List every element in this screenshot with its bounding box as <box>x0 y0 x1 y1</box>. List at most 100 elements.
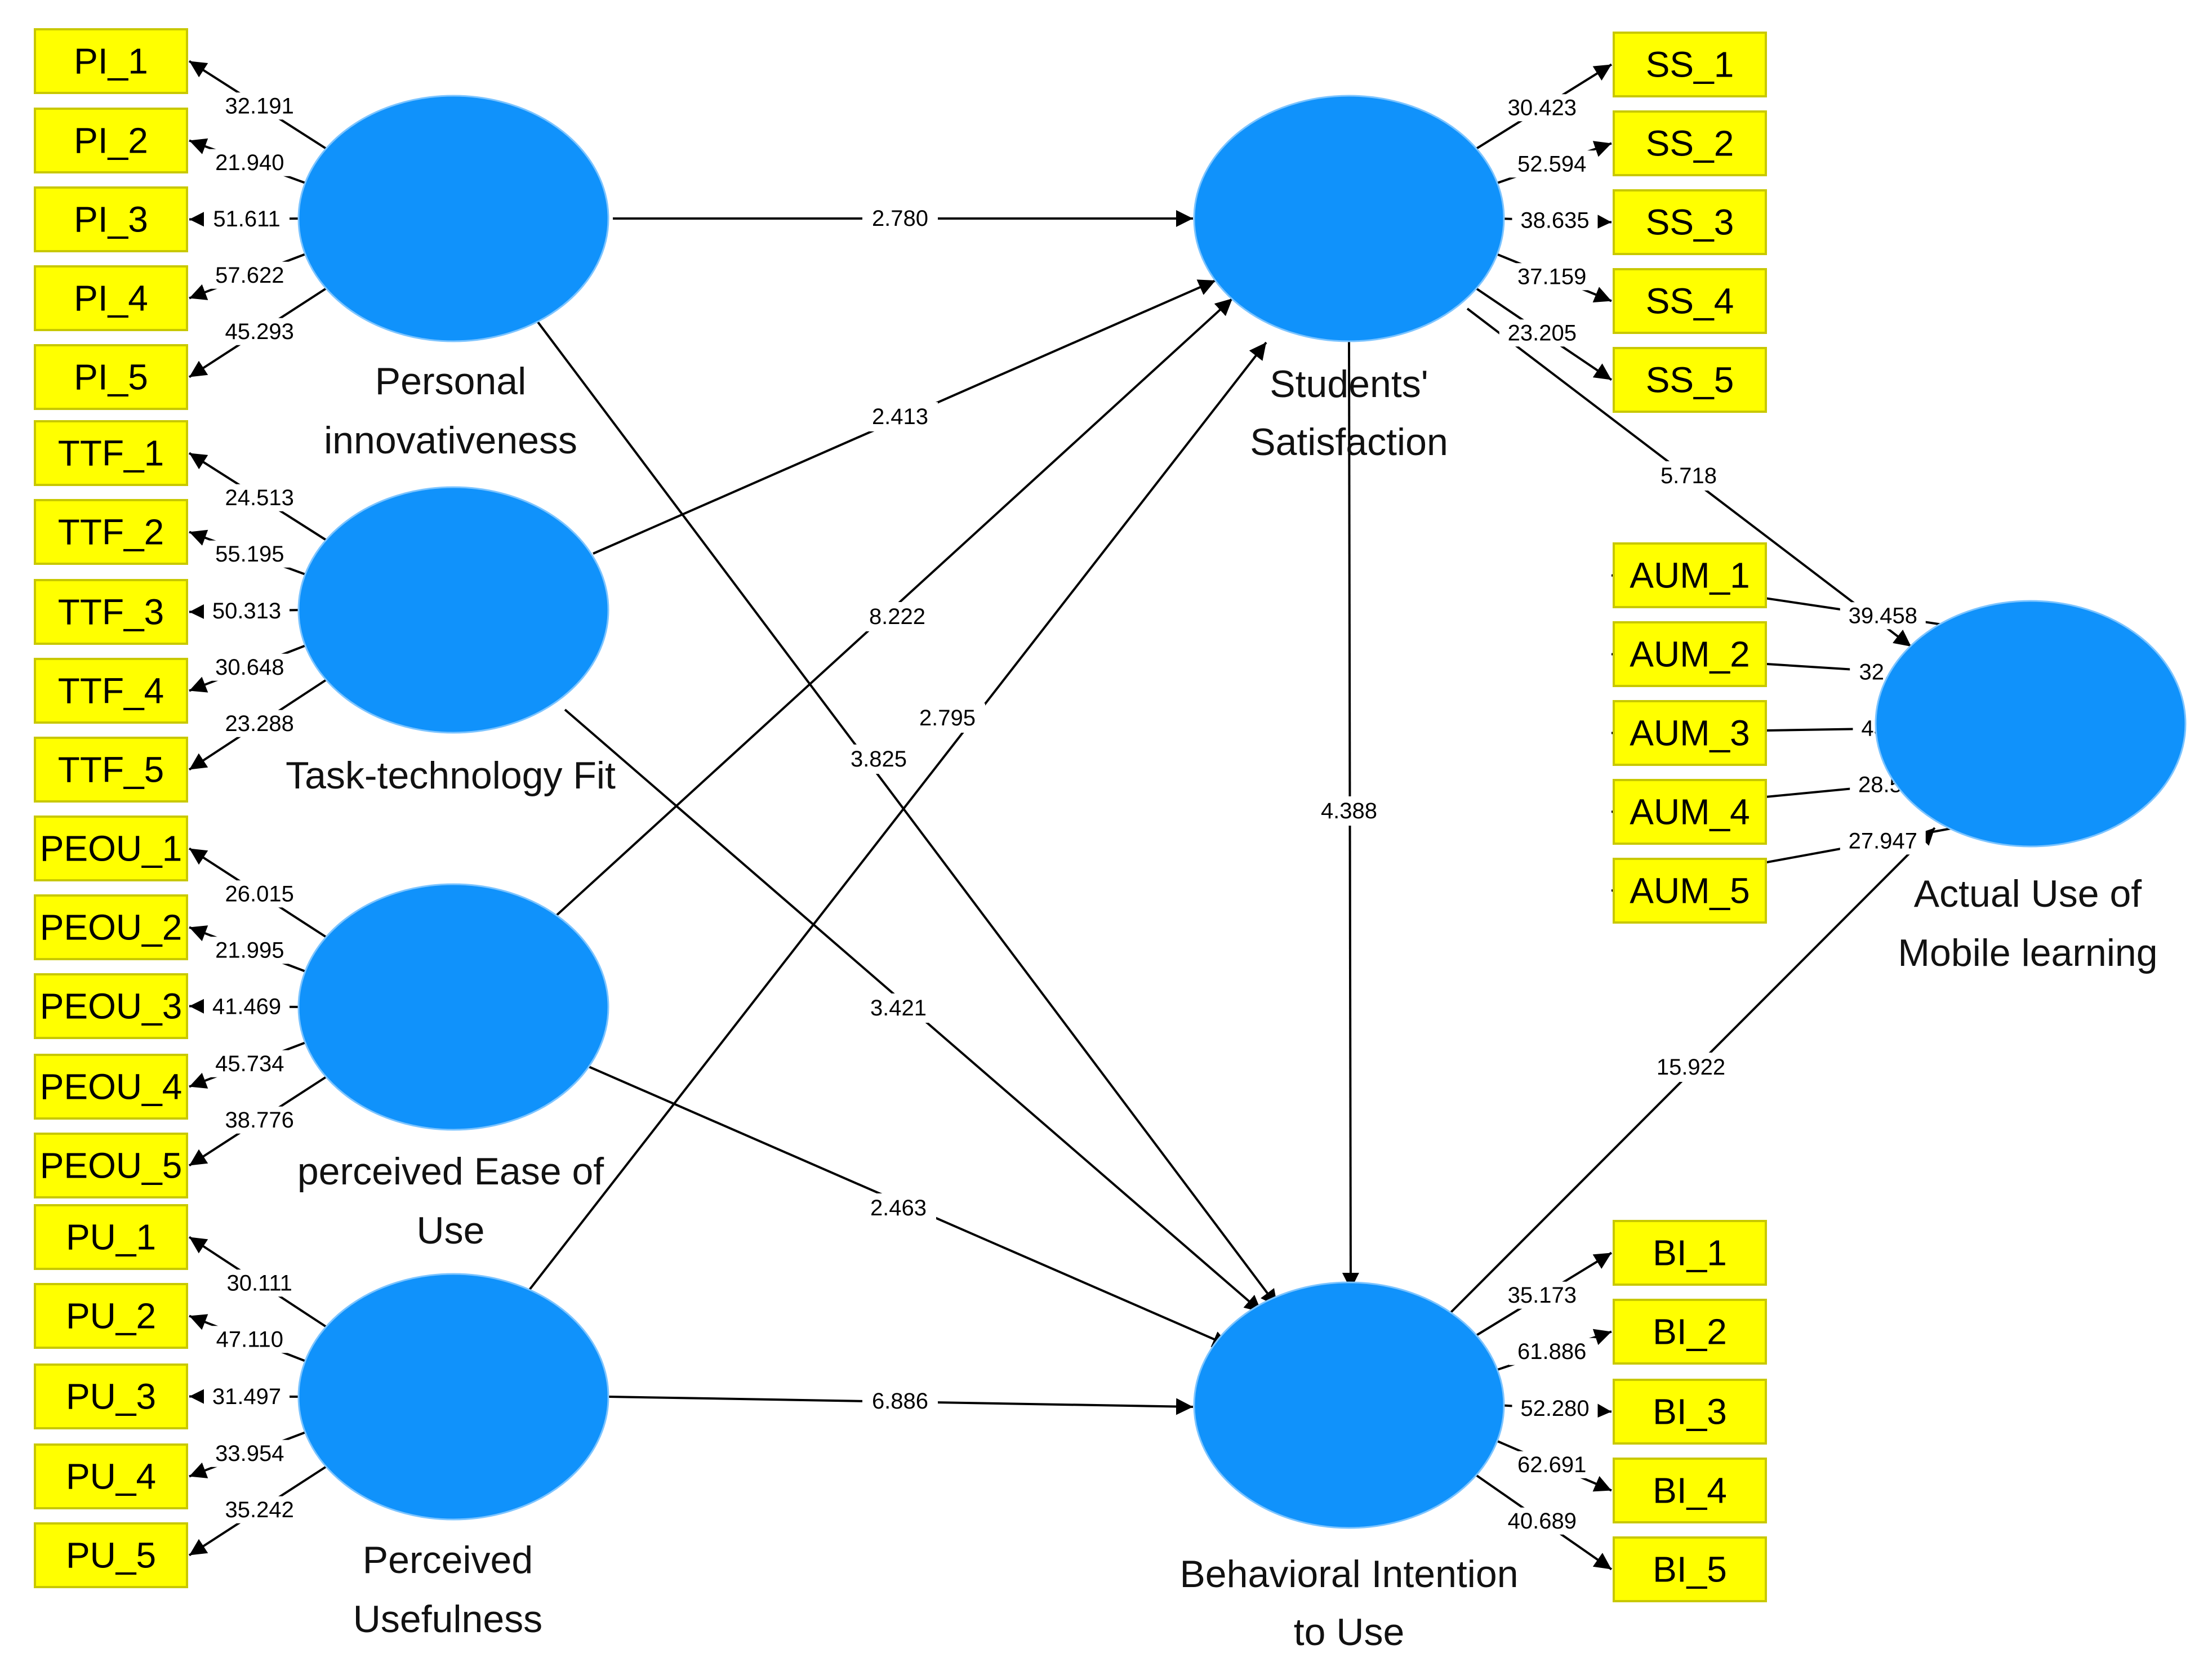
indicator-box[interactable] <box>34 1054 188 1120</box>
construct-ellipse[interactable] <box>1193 95 1505 342</box>
indicator-box[interactable] <box>1613 110 1767 176</box>
indicator-box[interactable] <box>34 1204 188 1270</box>
indicator-box[interactable] <box>34 499 188 565</box>
indicator-label: PI_3 <box>74 199 148 240</box>
indicator-pu-4[interactable]: PU_4 <box>34 1443 188 1509</box>
loading-peou-4: 45.734 <box>189 1040 311 1089</box>
indicator-aum-1[interactable]: AUM_1 <box>1613 542 1767 608</box>
indicator-box[interactable] <box>34 28 188 94</box>
indicator-ttf-4[interactable]: TTF_4 <box>34 658 188 724</box>
construct-ttf[interactable]: Task-technology Fit <box>286 486 616 797</box>
loading-value: 35.173 <box>1508 1283 1577 1308</box>
construct-ellipse[interactable] <box>297 95 609 342</box>
indicator-box[interactable] <box>1613 779 1767 845</box>
indicator-pi-2[interactable]: PI_2 <box>34 108 188 173</box>
indicator-label: PEOU_5 <box>40 1146 182 1186</box>
indicator-aum-5[interactable]: AUM_5 <box>1613 858 1767 924</box>
indicator-bi-4[interactable]: BI_4 <box>1613 1458 1767 1523</box>
construct-ss[interactable]: Students'Satisfaction <box>1193 95 1505 464</box>
loading-value: 38.776 <box>225 1108 294 1133</box>
indicator-box[interactable] <box>1613 1536 1767 1602</box>
indicator-box[interactable] <box>1613 1379 1767 1445</box>
indicator-pu-2[interactable]: PU_2 <box>34 1283 188 1349</box>
indicator-peou-5[interactable]: PEOU_5 <box>34 1133 188 1198</box>
indicator-box[interactable] <box>34 658 188 724</box>
indicator-aum-4[interactable]: AUM_4 <box>1613 779 1767 845</box>
indicator-bi-2[interactable]: BI_2 <box>1613 1299 1767 1365</box>
indicator-pi-1[interactable]: PI_1 <box>34 28 188 94</box>
indicator-label: AUM_5 <box>1630 871 1750 911</box>
indicator-box[interactable] <box>34 816 188 881</box>
construct-label-line: Actual Use of <box>1914 872 2142 915</box>
indicator-ss-2[interactable]: SS_2 <box>1613 110 1767 176</box>
indicator-box[interactable] <box>34 265 188 331</box>
construct-ellipse[interactable] <box>1875 600 2187 848</box>
indicator-ss-4[interactable]: SS_4 <box>1613 268 1767 334</box>
indicator-box[interactable] <box>34 973 188 1039</box>
indicator-box[interactable] <box>34 1133 188 1198</box>
indicator-box[interactable] <box>34 1443 188 1509</box>
indicator-box[interactable] <box>34 894 188 960</box>
indicator-pi-3[interactable]: PI_3 <box>34 186 188 252</box>
indicator-box[interactable] <box>1613 1299 1767 1365</box>
indicator-box[interactable] <box>34 579 188 645</box>
indicator-pu-3[interactable]: PU_3 <box>34 1363 188 1429</box>
indicator-box[interactable] <box>1613 858 1767 924</box>
indicator-pu-1[interactable]: PU_1 <box>34 1204 188 1270</box>
indicator-box[interactable] <box>34 1283 188 1349</box>
indicator-box[interactable] <box>1613 542 1767 608</box>
construct-ellipse[interactable] <box>297 486 609 734</box>
indicator-box[interactable] <box>34 737 188 803</box>
indicator-peou-3[interactable]: PEOU_3 <box>34 973 188 1039</box>
loading-value: 61.886 <box>1517 1339 1586 1364</box>
indicator-ttf-2[interactable]: TTF_2 <box>34 499 188 565</box>
indicator-ttf-3[interactable]: TTF_3 <box>34 579 188 645</box>
indicator-ss-5[interactable]: SS_5 <box>1613 347 1767 413</box>
indicator-pi-4[interactable]: PI_4 <box>34 265 188 331</box>
indicator-label: AUM_4 <box>1630 792 1750 832</box>
path-coefficient: 2.780 <box>872 206 928 231</box>
indicator-pi-5[interactable]: PI_5 <box>34 344 188 410</box>
indicator-box[interactable] <box>1613 621 1767 687</box>
indicator-box[interactable] <box>1613 347 1767 413</box>
indicator-box[interactable] <box>34 1363 188 1429</box>
indicator-box[interactable] <box>34 108 188 173</box>
indicator-peou-4[interactable]: PEOU_4 <box>34 1054 188 1120</box>
construct-ellipse[interactable] <box>1193 1281 1505 1529</box>
indicator-box[interactable] <box>34 420 188 486</box>
indicator-box[interactable] <box>34 186 188 252</box>
indicator-bi-5[interactable]: BI_5 <box>1613 1536 1767 1602</box>
indicator-label: PU_3 <box>66 1376 156 1417</box>
indicator-bi-1[interactable]: BI_1 <box>1613 1220 1767 1286</box>
indicator-aum-2[interactable]: AUM_2 <box>1613 621 1767 687</box>
construct-ellipse[interactable] <box>297 883 609 1131</box>
indicator-ttf-1[interactable]: TTF_1 <box>34 420 188 486</box>
indicator-group-pu: PU_1PU_2PU_3PU_4PU_5 <box>34 1204 188 1588</box>
indicator-ss-1[interactable]: SS_1 <box>1613 32 1767 97</box>
indicator-peou-1[interactable]: PEOU_1 <box>34 816 188 881</box>
indicator-box[interactable] <box>1613 32 1767 97</box>
construct-ellipse[interactable] <box>297 1273 609 1521</box>
indicator-bi-3[interactable]: BI_3 <box>1613 1379 1767 1445</box>
indicator-box[interactable] <box>1613 1458 1767 1523</box>
indicator-box[interactable] <box>1613 189 1767 255</box>
indicator-peou-2[interactable]: PEOU_2 <box>34 894 188 960</box>
indicator-ttf-5[interactable]: TTF_5 <box>34 737 188 803</box>
indicator-box[interactable] <box>34 344 188 410</box>
indicator-box[interactable] <box>1613 268 1767 334</box>
indicator-box[interactable] <box>34 1522 188 1588</box>
indicator-ss-3[interactable]: SS_3 <box>1613 189 1767 255</box>
indicator-box[interactable] <box>1613 700 1767 766</box>
indicator-aum-3[interactable]: AUM_3 <box>1613 700 1767 766</box>
loading-background <box>204 597 290 625</box>
indicator-box[interactable] <box>1613 1220 1767 1286</box>
indicator-label: TTF_3 <box>58 592 164 632</box>
indicator-pu-5[interactable]: PU_5 <box>34 1522 188 1588</box>
indicator-label: PEOU_2 <box>40 907 182 948</box>
